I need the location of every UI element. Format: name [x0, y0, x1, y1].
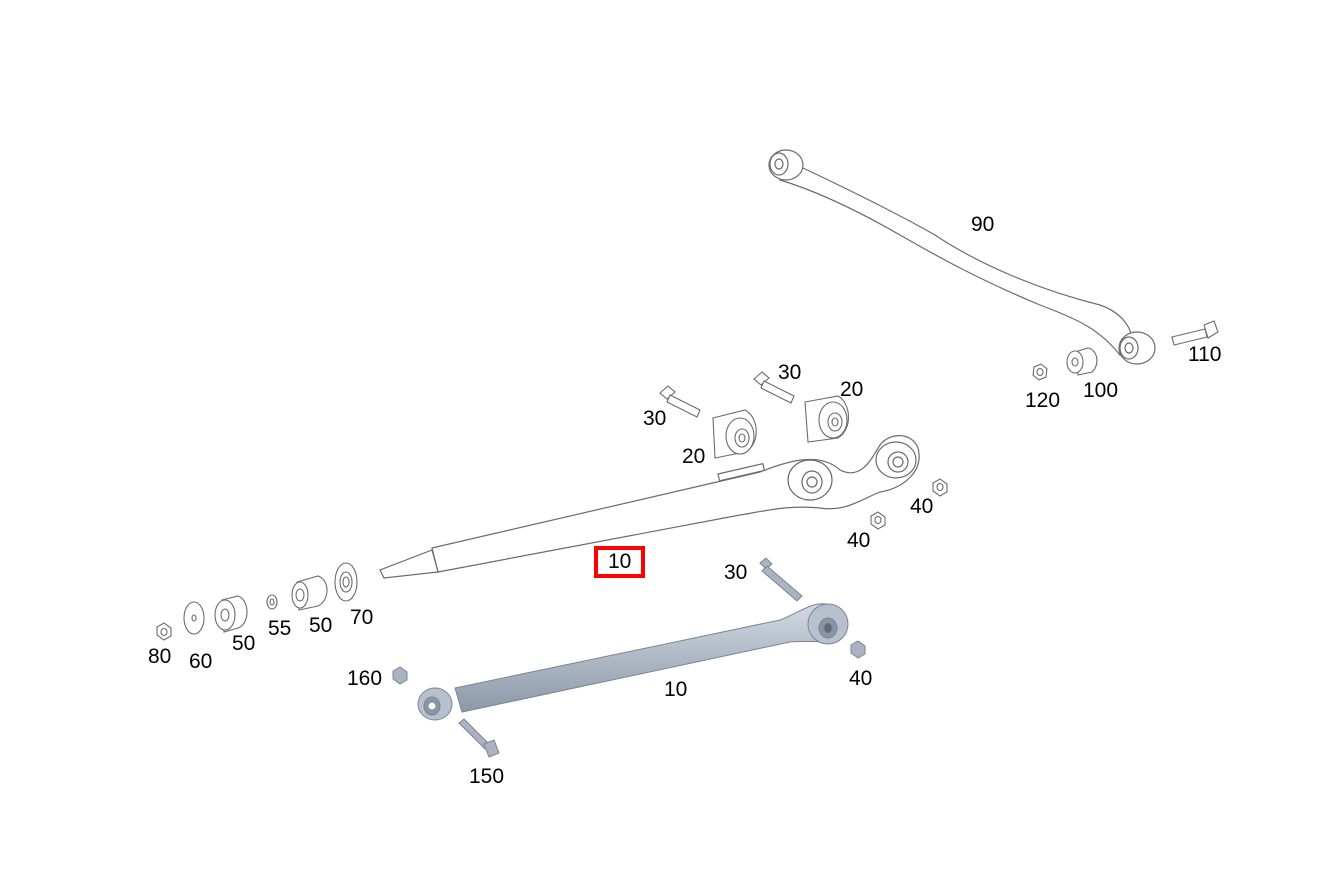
part-20-bushing-left[interactable] [712, 409, 757, 459]
part-20-bushing-right[interactable] [804, 395, 850, 443]
part-150-bolt[interactable] [458, 718, 500, 758]
part-10-strut[interactable] [417, 603, 849, 721]
part-70-washer[interactable] [334, 562, 358, 602]
part-40-nut-lower[interactable] [850, 640, 866, 659]
part-40-nut-a[interactable] [932, 478, 948, 497]
part-80-nut[interactable] [156, 622, 172, 641]
part-40-nut-b[interactable] [870, 511, 886, 530]
callout-30-upper-left[interactable]: 30 [643, 407, 667, 430]
callout-20-right[interactable]: 20 [840, 378, 864, 401]
part-120-nut[interactable] [1032, 363, 1048, 381]
callout-120[interactable]: 120 [1025, 389, 1061, 412]
callout-160[interactable]: 160 [347, 667, 383, 690]
callout-20-left[interactable]: 20 [682, 445, 706, 468]
callout-50-b[interactable]: 50 [309, 614, 333, 637]
callout-60[interactable]: 60 [189, 650, 213, 673]
callout-40-lower[interactable]: 40 [849, 667, 873, 690]
part-110-bolt[interactable] [1171, 320, 1219, 346]
part-50-bushing-a[interactable] [214, 595, 248, 633]
part-10-trailing-arm[interactable] [379, 435, 920, 579]
callout-100[interactable]: 100 [1083, 379, 1119, 402]
callout-90[interactable]: 90 [971, 213, 995, 236]
part-30-bolt-right[interactable] [753, 371, 795, 404]
callout-150[interactable]: 150 [469, 765, 505, 788]
part-50-bushing-b[interactable] [291, 575, 328, 611]
callout-30-upper-right[interactable]: 30 [778, 361, 802, 384]
callout-40-b[interactable]: 40 [847, 529, 871, 552]
part-60-washer[interactable] [183, 601, 205, 635]
part-30-bolt-left[interactable] [659, 385, 701, 418]
part-90-link-rod[interactable] [768, 149, 1156, 365]
callout-30-lower[interactable]: 30 [724, 561, 748, 584]
callout-80[interactable]: 80 [148, 645, 172, 668]
callout-110[interactable]: 110 [1188, 343, 1222, 366]
part-160-nut[interactable] [392, 666, 408, 685]
callout-40-a[interactable]: 40 [910, 495, 934, 518]
part-55-spacer[interactable] [266, 594, 278, 610]
part-30-bolt-lower[interactable] [759, 557, 803, 602]
callout-70[interactable]: 70 [350, 606, 374, 629]
callout-10-strut[interactable]: 10 [664, 678, 688, 701]
callout-10-selected[interactable]: 10 [594, 546, 646, 578]
callout-50-a[interactable]: 50 [232, 632, 256, 655]
callout-55[interactable]: 55 [268, 617, 292, 640]
part-100-bushing[interactable] [1066, 347, 1098, 376]
